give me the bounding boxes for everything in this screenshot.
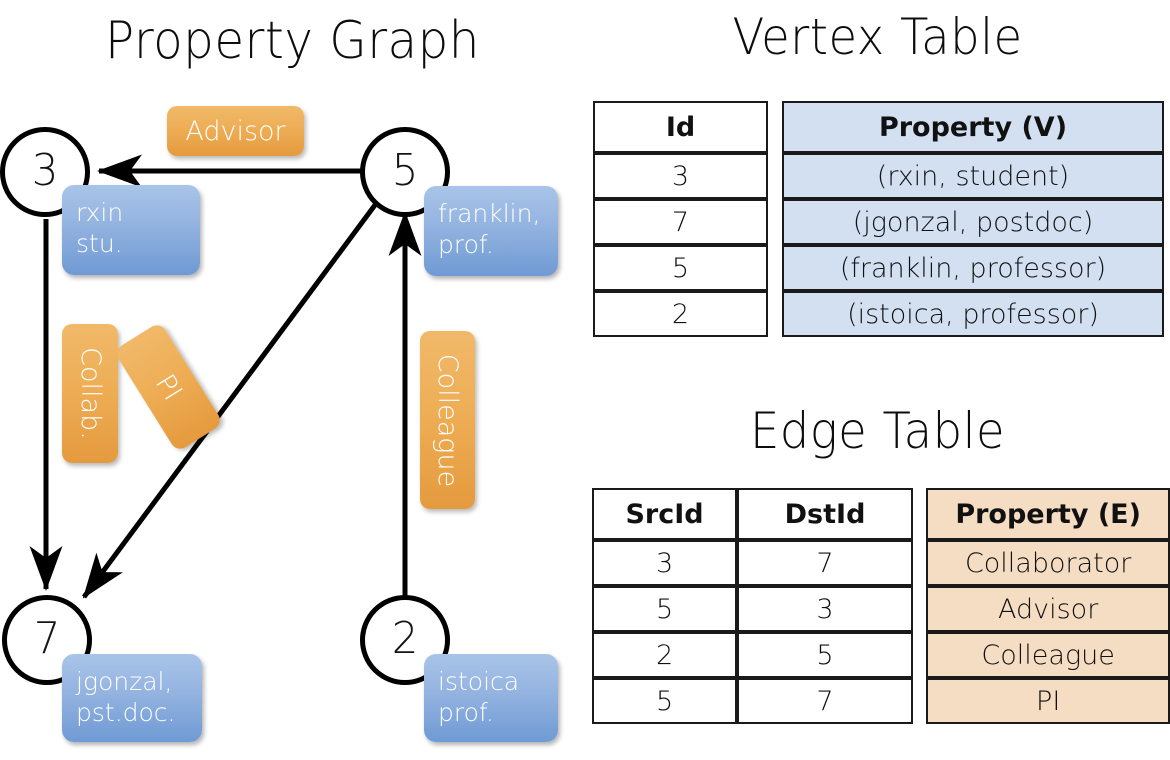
- edge-property-box-collab: Collab.: [62, 324, 118, 463]
- vertex-row-1-property: (jgonzal, postdoc): [782, 199, 1164, 245]
- vertex-property-box-5-line2: prof.: [438, 230, 494, 259]
- table-row[interactable]: 2 5 Colleague: [592, 632, 1170, 678]
- edge-row-3-dst: 7: [737, 678, 913, 724]
- vertex-table-header-property: Property (V): [782, 101, 1164, 153]
- table-row[interactable]: 3 7 Collaborator: [592, 540, 1170, 586]
- edge-row-0-dst: 7: [737, 540, 913, 586]
- vertex-property-box-7: jgonzal, pst.doc.: [62, 654, 202, 742]
- column-gap: [913, 678, 926, 724]
- edge-table-header-srcid: SrcId: [592, 488, 738, 540]
- edge-row-0-property: Collaborator: [926, 540, 1170, 586]
- graph-node-2-label: 2: [391, 613, 419, 664]
- vertex-row-3-id: 2: [593, 291, 768, 337]
- table-row[interactable]: 3 (rxin, student): [593, 153, 1164, 199]
- column-gap: [768, 101, 782, 153]
- vertex-property-box-2: istoica prof.: [424, 654, 558, 742]
- graph-node-5[interactable]: 5: [360, 127, 450, 217]
- edge-row-2-dst: 5: [737, 632, 913, 678]
- vertex-property-box-2-line2: prof.: [438, 698, 494, 727]
- edge-property-box-advisor: Advisor: [167, 106, 304, 156]
- graph-node-3-label: 3: [31, 145, 59, 196]
- edge-row-1-dst: 3: [737, 586, 913, 632]
- edge-row-2-property: Colleague: [926, 632, 1170, 678]
- vertex-row-0-id: 3: [593, 153, 768, 199]
- vertex-property-box-7-line1: jgonzal,: [76, 667, 173, 696]
- vertex-property-box-5: franklin, prof.: [424, 186, 558, 276]
- vertex-row-3-property: (istoica, professor): [782, 291, 1164, 337]
- edge-row-2-src: 2: [592, 632, 738, 678]
- vertex-row-2-property: (franklin, professor): [782, 245, 1164, 291]
- table-row[interactable]: 5 3 Advisor: [592, 586, 1170, 632]
- edge-row-3-property: PI: [926, 678, 1170, 724]
- edge-table-title: Edge Table: [749, 402, 1006, 460]
- property-graph-diagram: 3 5 7 2 rxin stu. franklin, prof. jgonza…: [0, 106, 558, 742]
- vertex-table: Id Property (V) 3 (rxin, student) 7 (jgo…: [593, 101, 1164, 337]
- vertex-row-0-property: (rxin, student): [782, 153, 1164, 199]
- vertex-table-title: Vertex Table: [732, 8, 1023, 66]
- table-header-row: SrcId DstId Property (E): [592, 488, 1170, 540]
- column-gap: [913, 632, 926, 678]
- graph-node-5-label: 5: [391, 145, 419, 196]
- vertex-row-1-id: 7: [593, 199, 768, 245]
- table-row[interactable]: 2 (istoica, professor): [593, 291, 1164, 337]
- edge-table-header-dstid: DstId: [737, 488, 913, 540]
- edge-table-header-property: Property (E): [926, 488, 1170, 540]
- table-row[interactable]: 5 (franklin, professor): [593, 245, 1164, 291]
- graph-edges-layer: [29, 154, 422, 599]
- table-row[interactable]: 5 7 PI: [592, 678, 1170, 724]
- edge-property-box-advisor-label: Advisor: [185, 115, 286, 147]
- edge-arrow-5-to-7: [81, 203, 378, 599]
- graph-node-2[interactable]: 2: [360, 595, 450, 685]
- vertex-table-header-id: Id: [593, 101, 768, 153]
- edge-property-box-pi-label: PI: [148, 368, 189, 406]
- column-gap: [913, 540, 926, 586]
- graph-node-7-label: 7: [33, 613, 61, 664]
- edge-property-box-colleague-label: Colleague: [432, 353, 463, 487]
- edge-row-0-src: 3: [592, 540, 738, 586]
- column-gap: [768, 199, 782, 245]
- vertex-property-box-3-line1: rxin: [76, 198, 124, 227]
- vertex-property-box-2-line1: istoica: [438, 667, 520, 696]
- edge-row-1-src: 5: [592, 586, 738, 632]
- edge-property-box-colleague: Colleague: [420, 331, 475, 509]
- vertex-property-box-3: rxin stu.: [62, 185, 200, 275]
- vertex-property-box-7-line2: pst.doc.: [76, 698, 176, 727]
- edge-row-3-src: 5: [592, 678, 738, 724]
- table-row[interactable]: 7 (jgonzal, postdoc): [593, 199, 1164, 245]
- column-gap: [768, 291, 782, 337]
- property-graph-title: Property Graph: [105, 11, 480, 71]
- column-gap: [913, 586, 926, 632]
- table-header-row: Id Property (V): [593, 101, 1164, 153]
- edge-row-1-property: Advisor: [926, 586, 1170, 632]
- column-gap: [768, 245, 782, 291]
- edge-property-box-collab-label: Collab.: [74, 347, 106, 440]
- vertex-row-2-id: 5: [593, 245, 768, 291]
- column-gap: [913, 488, 926, 540]
- edge-table: SrcId DstId Property (E) 3 7 Collaborato…: [592, 488, 1170, 724]
- column-gap: [768, 153, 782, 199]
- vertex-property-box-5-line1: franklin,: [438, 199, 541, 228]
- vertex-property-box-3-line2: stu.: [76, 229, 123, 258]
